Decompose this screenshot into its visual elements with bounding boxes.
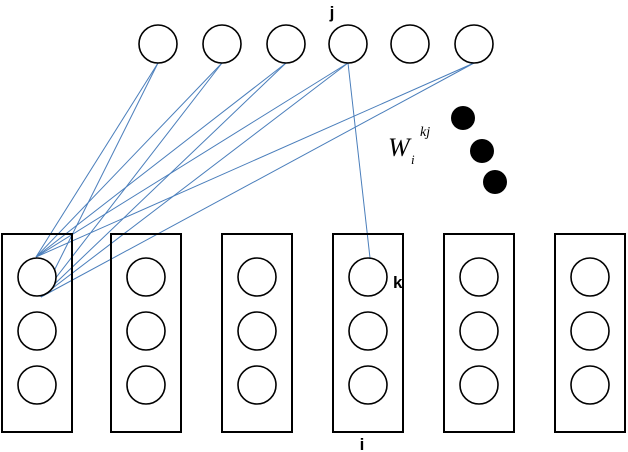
connection-line-2-1 — [40, 62, 287, 298]
top-node-4 — [328, 24, 368, 64]
label-j: j — [329, 3, 335, 22]
column-4-node-3 — [348, 365, 388, 405]
column-4-node-1 — [348, 257, 388, 297]
column-2-node-3 — [126, 365, 166, 405]
ellipsis-dot-1 — [451, 106, 475, 130]
column-boxes — [1, 233, 626, 433]
label-i: i — [360, 435, 365, 452]
weight-subscript: i — [411, 152, 415, 167]
top-node-2 — [202, 24, 242, 64]
connection-line-4-1 — [40, 62, 475, 298]
column-1-node-2 — [17, 311, 57, 351]
label-k: k — [393, 273, 403, 292]
column-6-node-3 — [570, 365, 610, 405]
column-2-node-1 — [126, 257, 166, 297]
ellipsis-dot-2 — [470, 139, 494, 163]
column-1-node-3 — [17, 365, 57, 405]
column-box-3 — [221, 233, 293, 433]
column-box-6 — [554, 233, 626, 433]
connection-line-3-1 — [40, 62, 349, 298]
weight-label: W i kj — [388, 125, 430, 167]
column-6-node-2 — [570, 311, 610, 351]
column-5-node-3 — [459, 365, 499, 405]
ellipsis-dot-3 — [483, 170, 507, 194]
top-node-1 — [138, 24, 178, 64]
weight-superscript: kj — [420, 125, 430, 140]
column-5-node-2 — [459, 311, 499, 351]
top-node-3 — [266, 24, 306, 64]
connection-line-3-0 — [35, 62, 349, 258]
column-box-5 — [443, 233, 515, 433]
column-3-node-3 — [237, 365, 277, 405]
connection-line-2-0 — [35, 62, 287, 258]
connection-line-0-1 — [40, 62, 159, 298]
column-1-node-1 — [17, 257, 57, 297]
column-3-node-2 — [237, 311, 277, 351]
column-5-node-1 — [459, 257, 499, 297]
column-2-node-2 — [126, 311, 166, 351]
weight-main: W — [388, 133, 412, 162]
connection-line-4-0 — [35, 62, 475, 258]
column-box-2 — [110, 233, 182, 433]
column-4-node-2 — [348, 311, 388, 351]
connection-lines — [35, 62, 475, 298]
connection-line-1-0 — [35, 62, 223, 258]
connection-line-0-0 — [35, 62, 159, 258]
column-nodes — [17, 257, 610, 405]
column-box-1 — [1, 233, 73, 433]
ellipsis-dots — [451, 106, 507, 194]
top-node-6 — [454, 24, 494, 64]
column-3-node-1 — [237, 257, 277, 297]
top-layer-nodes — [138, 24, 494, 64]
connection-line-k — [347, 62, 371, 259]
column-box-4 — [332, 233, 404, 433]
top-node-5 — [390, 24, 430, 64]
column-6-node-1 — [570, 257, 610, 297]
